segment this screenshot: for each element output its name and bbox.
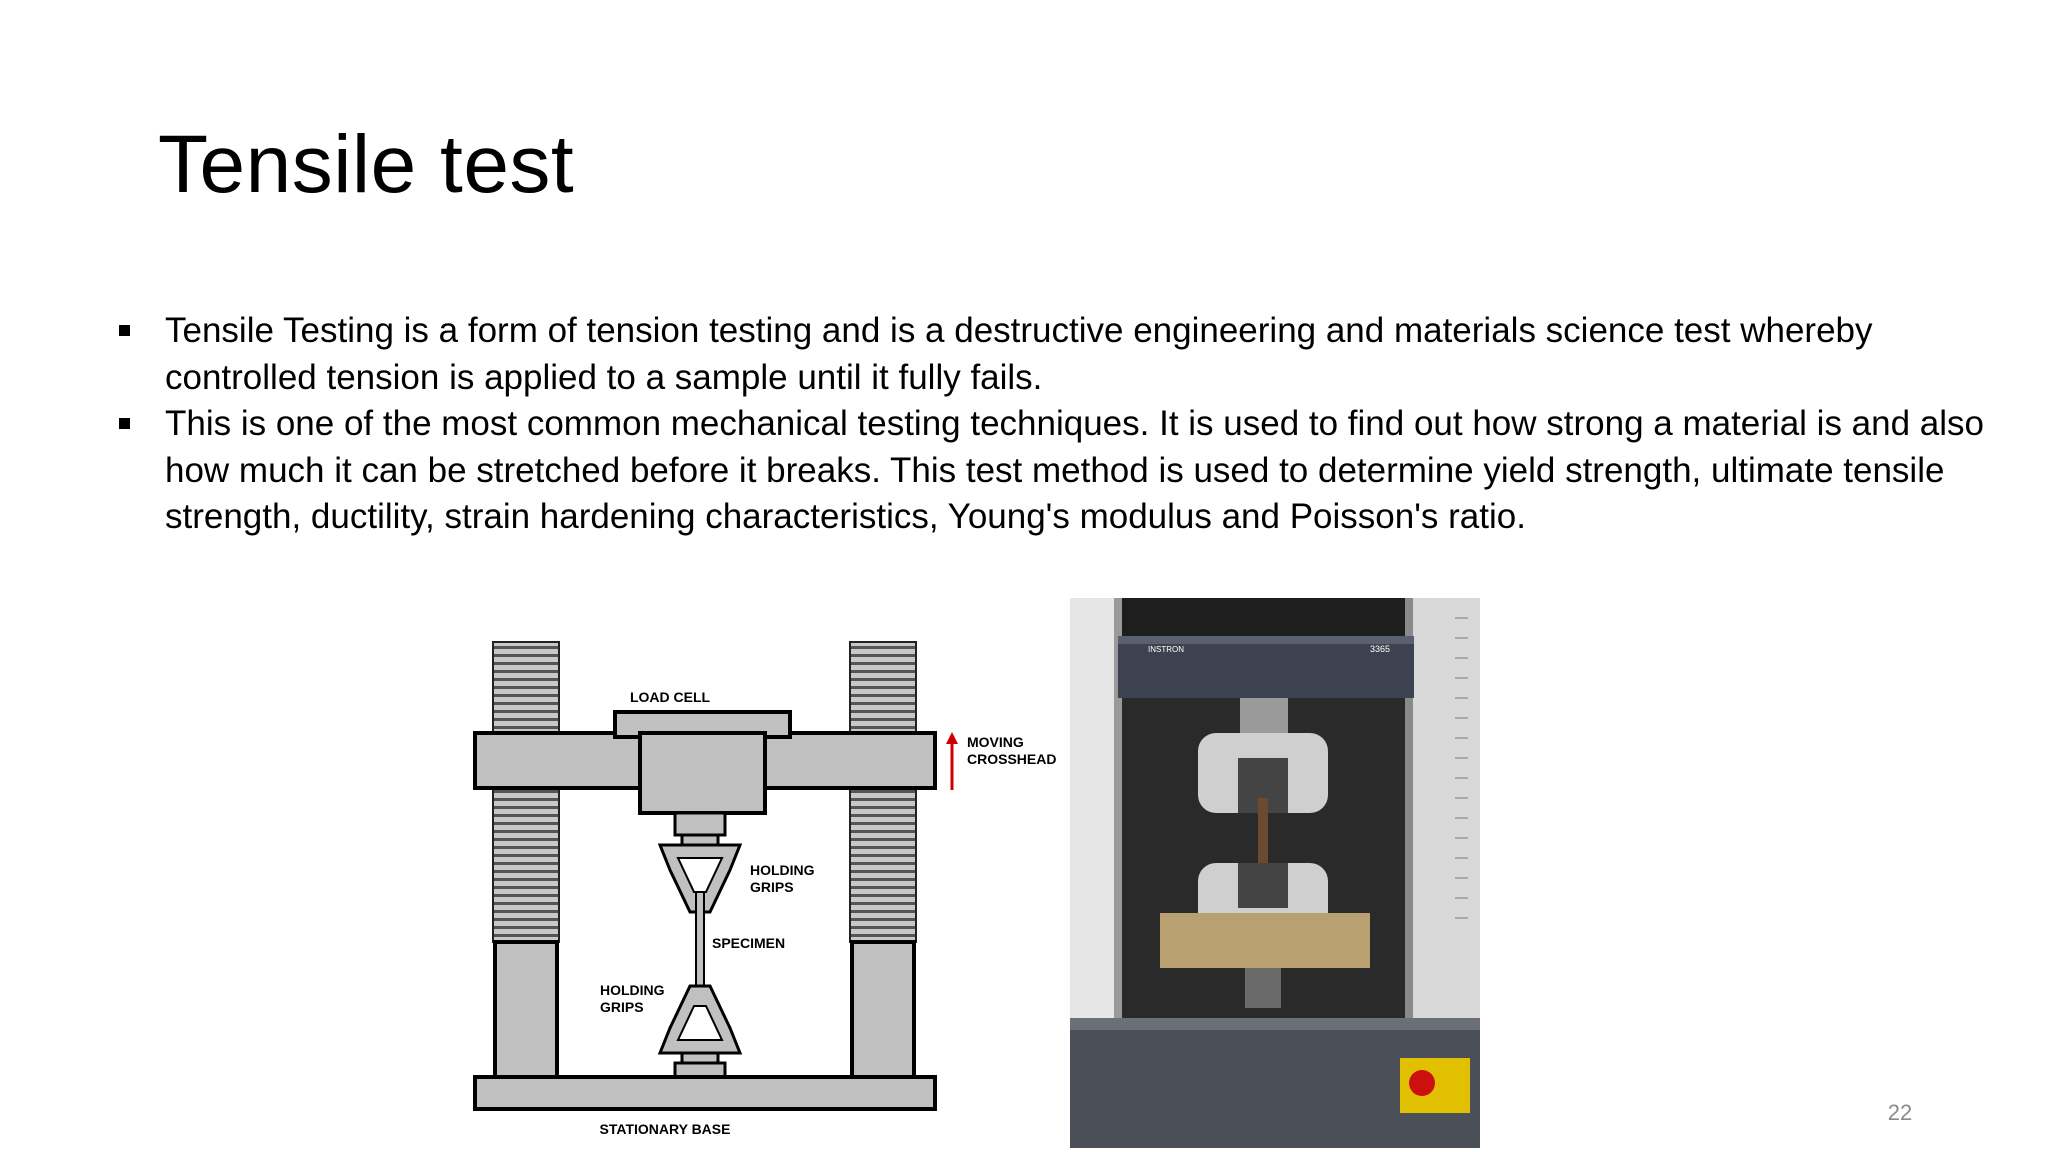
bullet-text: Tensile Testing is a form of tension tes… (165, 311, 1873, 397)
photo-brand: INSTRON (1148, 645, 1184, 654)
label-holding-grips-top-2: GRIPS (750, 879, 794, 895)
page-number: 22 (1887, 1100, 1913, 1125)
label-crosshead: CROSSHEAD (967, 751, 1056, 767)
label-load-cell: LOAD CELL (630, 689, 711, 705)
right-screw (849, 641, 917, 943)
label-specimen: SPECIMEN (712, 935, 785, 951)
bullet-item: Tensile Testing is a form of tension tes… (115, 308, 2025, 401)
label-holding-grips-top-1: HOLDING (750, 862, 815, 878)
label-stationary-base: STATIONARY BASE (600, 1121, 731, 1137)
label-moving: MOVING (967, 734, 1024, 750)
tensile-machine-diagram: LOAD CELL MOVING CROSSHEAD HOLDING GRIPS… (473, 641, 1056, 1137)
load-cell-body (638, 731, 767, 815)
bullet-list: Tensile Testing is a form of tension tes… (115, 308, 2025, 541)
stationary-base (473, 1075, 937, 1111)
square-bullet-icon (119, 325, 130, 336)
emergency-stop-icon (1409, 1070, 1435, 1096)
left-column (493, 940, 559, 1079)
left-screw (492, 641, 560, 943)
label-holding-grips-bottom-1: HOLDING (600, 982, 665, 998)
bullet-item: This is one of the most common mechanica… (115, 401, 2025, 541)
tensile-machine-photo: INSTRON 3365 (1070, 598, 1480, 1148)
square-bullet-icon (119, 418, 130, 429)
slide-title: Tensile test (158, 119, 575, 210)
label-holding-grips-bottom-2: GRIPS (600, 999, 644, 1015)
photo-crosshead (1118, 636, 1414, 698)
photo-model: 3365 (1370, 644, 1390, 654)
right-column (850, 940, 916, 1079)
photo-specimen (1258, 798, 1268, 878)
bullet-text: This is one of the most common mechanica… (165, 404, 1984, 536)
